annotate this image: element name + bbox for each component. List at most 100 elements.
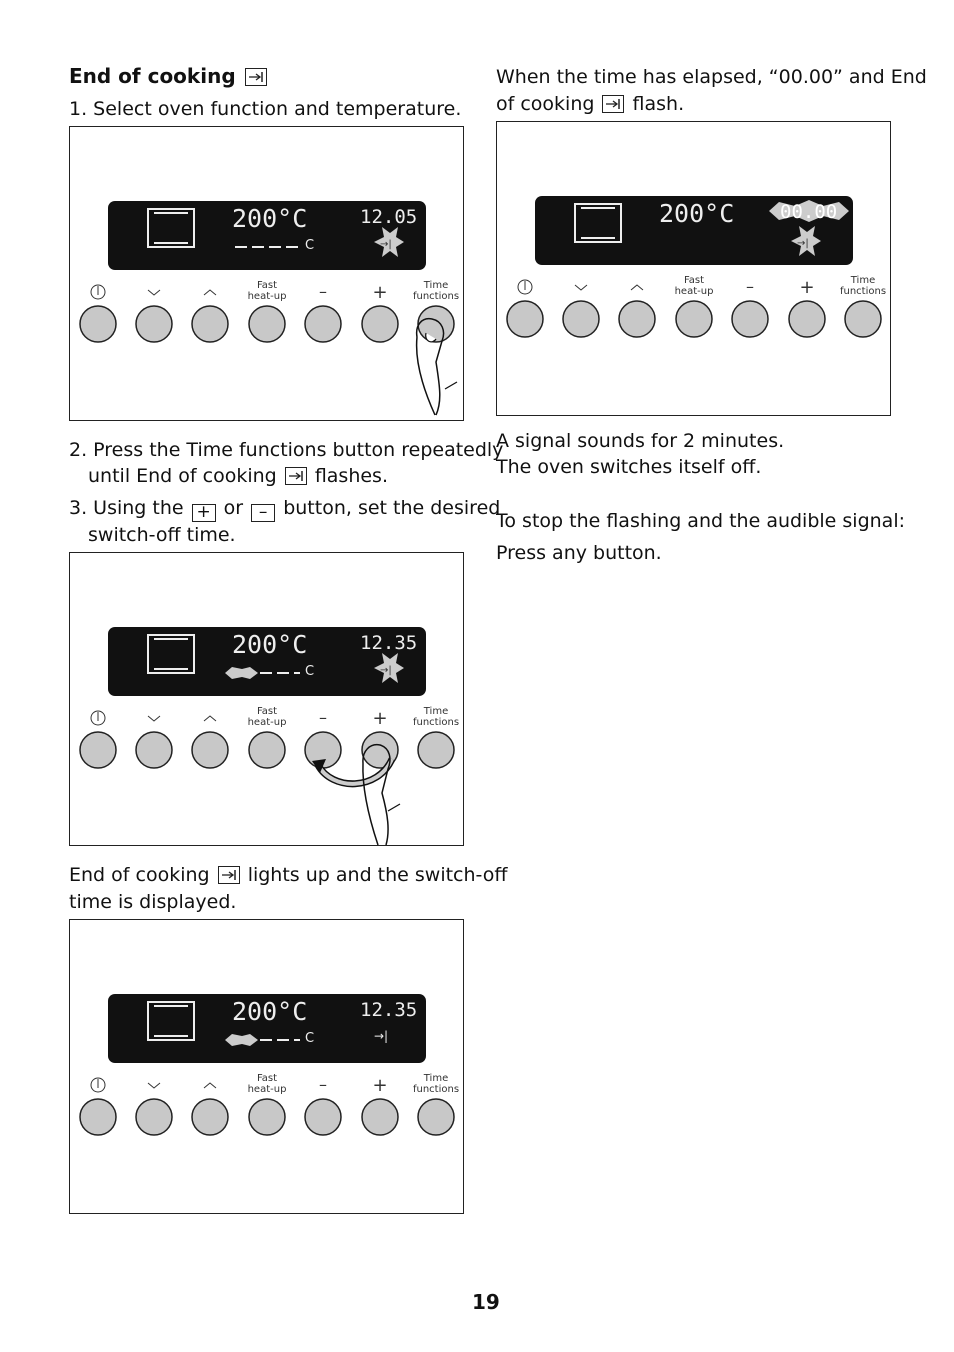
down-button[interactable]: [135, 731, 173, 769]
flash-burst: [769, 200, 849, 222]
caption-text-b: lights up and the switch-off: [247, 864, 508, 886]
minus-key-icon: –: [251, 504, 276, 522]
fast-heat-up-button[interactable]: [248, 305, 286, 343]
plus-label: +: [372, 1075, 387, 1096]
intro-text-b: flash.: [632, 93, 685, 115]
chevron-up-icon: [203, 715, 217, 722]
fast-heat-up-button[interactable]: [248, 1098, 286, 1136]
power-icon: [90, 710, 106, 726]
step-3-text-b: or: [223, 497, 244, 519]
intro-line-2: of cooking flash.: [496, 91, 684, 118]
step-3-text-a: 3. Using the: [69, 497, 184, 519]
page-number: 19: [472, 1290, 500, 1314]
chevron-up-icon: [203, 1082, 217, 1089]
svg-text:C: C: [305, 664, 314, 679]
clock-readout: 12.05: [360, 206, 417, 228]
intro-text-a: of cooking: [496, 93, 595, 115]
svg-text:C: C: [305, 238, 314, 253]
temperature-readout: 200°C: [232, 997, 307, 1026]
up-button[interactable]: [191, 1098, 229, 1136]
step-3-text-c: button, set the desired: [283, 497, 501, 519]
svg-text:→|: →|: [797, 238, 809, 249]
up-button[interactable]: [618, 300, 656, 338]
press-line: Press any button.: [496, 542, 662, 564]
fast-heat-up-button[interactable]: [248, 731, 286, 769]
panel-3-drawing: 200°C 12.35 C →| Fastheat-up–+Timefuncti…: [79, 994, 459, 1136]
power-icon: [517, 279, 533, 295]
temperature-readout: 200°C: [232, 204, 307, 233]
power-button[interactable]: [506, 300, 544, 338]
end-of-cooking-indicator: →|: [374, 1029, 388, 1043]
down-button[interactable]: [135, 305, 173, 343]
up-button[interactable]: [191, 731, 229, 769]
clock-readout: 00.00: [780, 201, 837, 223]
power-button[interactable]: [79, 305, 117, 343]
stop-line: To stop the flashing and the audible sig…: [496, 510, 906, 532]
power-icon: [90, 284, 106, 300]
minus-button[interactable]: [304, 305, 342, 343]
power-button[interactable]: [79, 1098, 117, 1136]
display-screen: [108, 994, 426, 1063]
step-1: 1. Select oven function and temperature.: [69, 98, 462, 120]
step-2-line-2: until End of cooking flashes.: [88, 463, 388, 490]
section-heading: End of cooking: [69, 63, 269, 90]
chevron-up-icon: [203, 289, 217, 296]
signal-line-2: The oven switches itself off.: [496, 456, 762, 478]
clock-readout: 12.35: [360, 632, 417, 654]
heat-up-label: heat-up: [248, 291, 287, 302]
clock-readout: 12.35: [360, 999, 417, 1021]
plus-button[interactable]: [788, 300, 826, 338]
time-label: Time: [423, 280, 448, 291]
fast-heat-up-button[interactable]: [675, 300, 713, 338]
plus-button[interactable]: [361, 305, 399, 343]
plus-label: +: [372, 708, 387, 729]
svg-text:→|: →|: [380, 239, 392, 250]
plus-label: +: [799, 277, 814, 298]
down-button[interactable]: [562, 300, 600, 338]
fast-label: Fast: [257, 706, 277, 717]
functions-label: functions: [413, 717, 459, 728]
caption-text-a: End of cooking: [69, 864, 210, 886]
finger-icon: [362, 743, 391, 846]
heat-up-label: heat-up: [675, 286, 714, 297]
display-screen: [108, 627, 426, 696]
minus-button[interactable]: [304, 1098, 342, 1136]
minus-label: –: [319, 708, 327, 727]
minus-button[interactable]: [731, 300, 769, 338]
caption-line-1: End of cooking lights up and the switch-…: [69, 862, 507, 889]
minus-label: –: [319, 282, 327, 301]
up-button[interactable]: [191, 305, 229, 343]
chevron-down-icon: [147, 715, 161, 722]
signal-line-1: A signal sounds for 2 minutes.: [496, 430, 785, 452]
svg-text:→|: →|: [380, 665, 392, 676]
time-functions-button[interactable]: [417, 305, 455, 343]
panel-4-drawing: 200°C 00.00 →| Fastheat-up–+Timefunction…: [506, 196, 886, 338]
step-2-line-1: 2. Press the Time functions button repea…: [69, 439, 504, 461]
time-functions-button[interactable]: [844, 300, 882, 338]
end-of-cooking-icon: [217, 866, 240, 884]
time-functions-button[interactable]: [417, 1098, 455, 1136]
power-icon: [90, 1077, 106, 1093]
chevron-up-icon: [630, 284, 644, 291]
power-button[interactable]: [79, 731, 117, 769]
panel-1-drawing: 200°C 12.05 C →| Fastheat-up–+Timefuncti…: [79, 201, 459, 416]
plus-button[interactable]: [361, 1098, 399, 1136]
step-3-line-1: 3. Using the + or – button, set the desi…: [69, 495, 500, 522]
end-of-cooking-icon: [284, 467, 307, 485]
functions-label: functions: [413, 1084, 459, 1095]
minus-label: –: [746, 277, 754, 296]
intro-line-1: When the time has elapsed, “00.00” and E…: [496, 66, 927, 88]
chevron-down-icon: [574, 284, 588, 291]
time-label: Time: [850, 275, 875, 286]
step-3-line-2: switch-off time.: [88, 524, 236, 546]
down-button[interactable]: [135, 1098, 173, 1136]
time-label: Time: [423, 1073, 448, 1084]
plus-key-icon: +: [191, 504, 216, 522]
time-functions-button[interactable]: [417, 731, 455, 769]
chevron-down-icon: [147, 1082, 161, 1089]
fast-label: Fast: [257, 280, 277, 291]
